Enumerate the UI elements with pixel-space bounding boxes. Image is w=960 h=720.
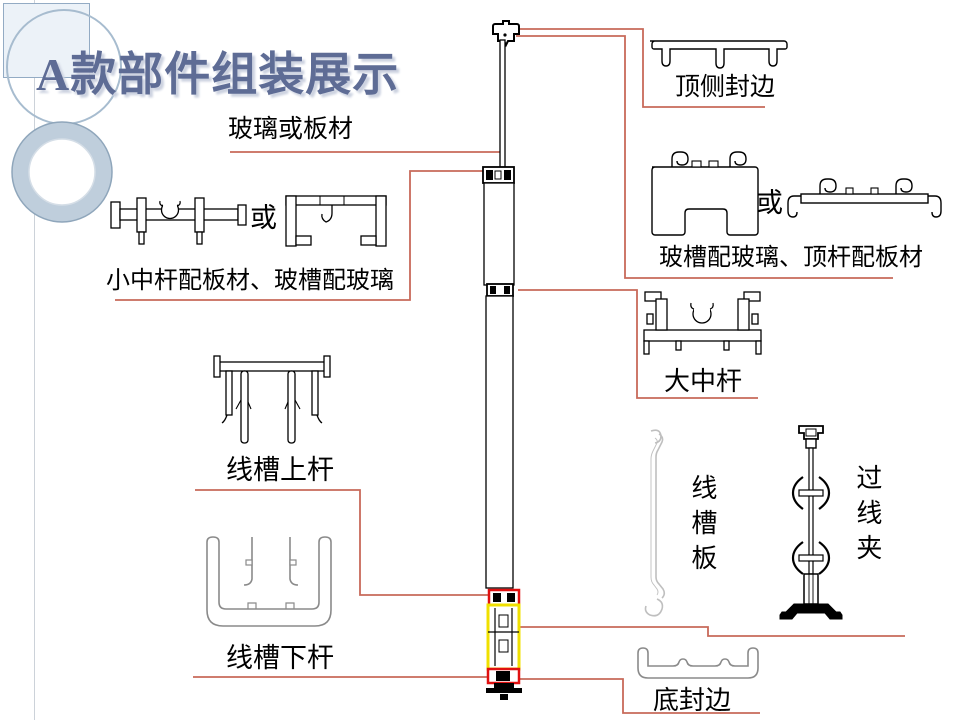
label-big-mid-bar: 大中杆 — [664, 367, 743, 396]
label-wire-clip: 过线夹 — [852, 464, 882, 569]
label-or-right: 或 — [756, 188, 783, 218]
profile-small-mid-bar — [110, 197, 247, 245]
profile-top-side-edge — [650, 40, 788, 69]
left-vertical-rule — [34, 0, 35, 720]
page-title: A款部件组装展示 — [36, 49, 400, 100]
label-or-left: 或 — [250, 203, 277, 233]
profile-glass-groove-small — [285, 195, 387, 247]
decor-ring — [11, 121, 113, 223]
profile-duct-upper-bar — [213, 355, 331, 444]
label-glass-groove-top-bar: 玻槽配玻璃、顶杆配板材 — [659, 245, 923, 271]
label-duct-upper-bar: 线槽上杆 — [226, 455, 334, 485]
profile-wire-clip — [779, 425, 843, 620]
leader-lines — [115, 28, 905, 714]
label-small-mid-bar: 小中杆配板材、玻槽配玻璃 — [106, 268, 394, 294]
post-bottom-joint — [486, 588, 522, 700]
profile-glass-groove-large — [651, 151, 759, 236]
profile-duct-lower-bar — [206, 536, 332, 627]
profile-big-mid-bar — [643, 291, 762, 355]
label-duct-board: 线槽板 — [687, 474, 717, 579]
label-top-side-edge: 顶侧封边 — [675, 74, 776, 101]
profile-top-bar — [787, 178, 942, 218]
profile-bottom-edge — [637, 647, 759, 679]
profile-duct-board — [644, 429, 666, 617]
label-duct-lower-bar: 线槽下杆 — [226, 643, 334, 673]
label-glass-or-board: 玻璃或板材 — [228, 116, 354, 143]
central-post — [482, 20, 520, 589]
label-bottom-edge: 底封边 — [653, 686, 732, 715]
